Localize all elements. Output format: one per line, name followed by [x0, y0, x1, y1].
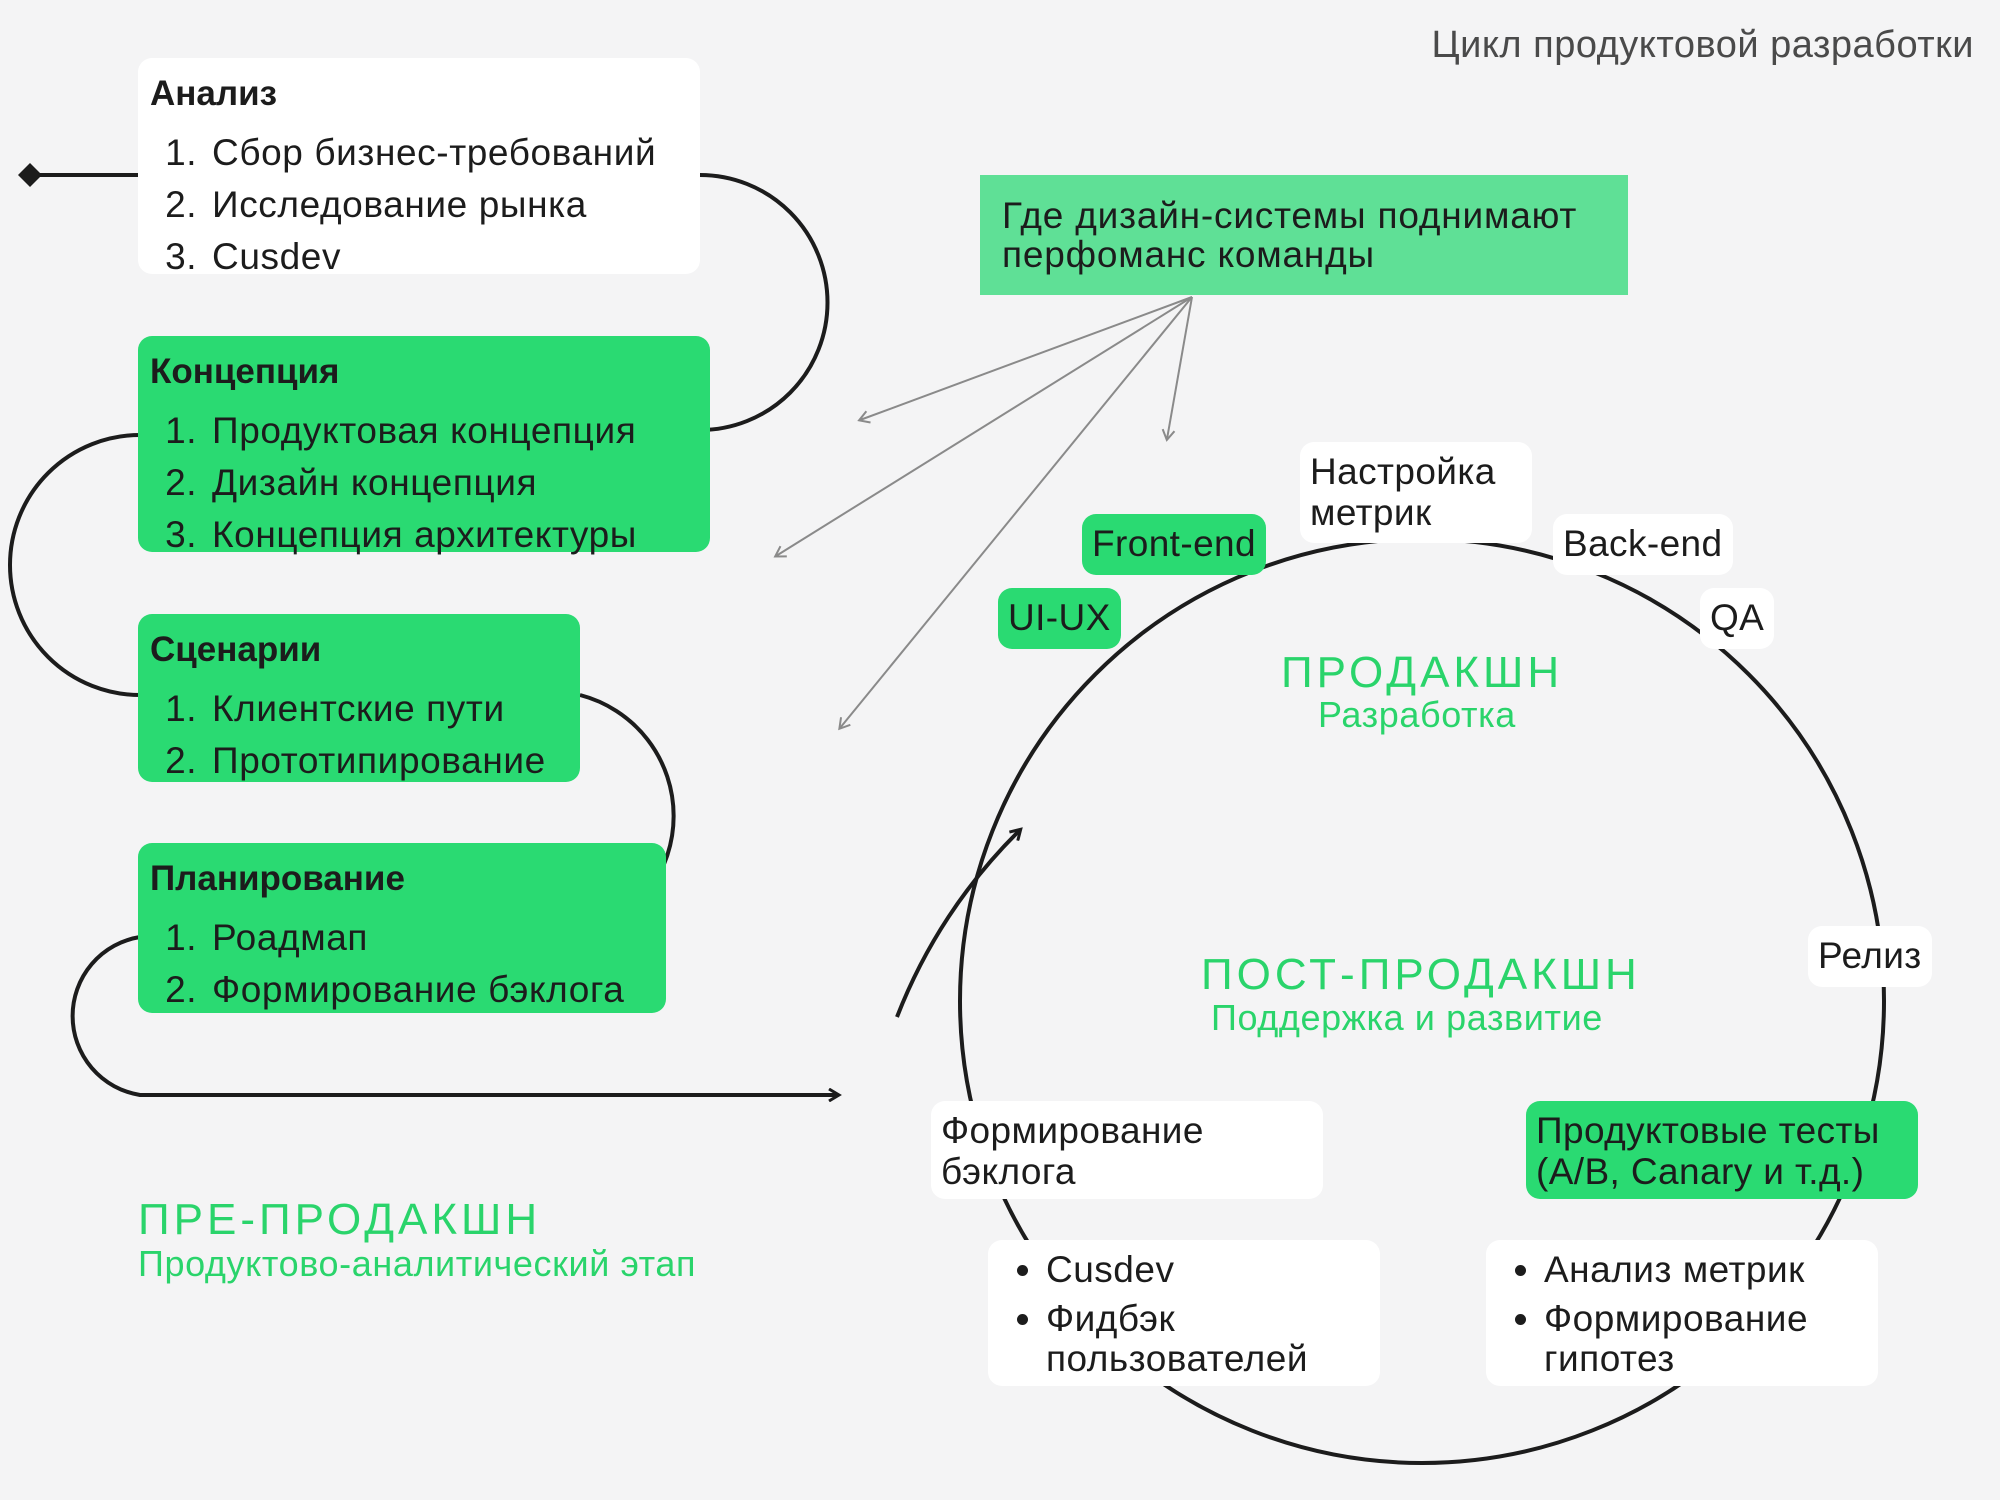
list-item: Сбор бизнес-требований	[208, 130, 688, 176]
list-item: Продуктовая концепция	[208, 408, 698, 454]
list-item: Анализ метрик	[1544, 1249, 1868, 1291]
page-title: Цикл продуктовой разработки	[1431, 24, 1974, 66]
start-diamond	[18, 163, 42, 187]
pre-production-title: ПРЕ-ПРОДАКШН	[138, 1195, 542, 1244]
stage-list: Сбор бизнес-требований Исследование рынк…	[150, 130, 688, 281]
list-item: Клиентские пути	[208, 686, 568, 732]
label-frontend: Front-end	[1082, 514, 1267, 575]
stage-title: Анализ	[150, 74, 278, 113]
label-release: Релиз	[1808, 926, 1932, 987]
list-item: Cusdev	[208, 234, 688, 280]
design-system-callout: Где дизайн-системы поднимают перфоманс к…	[980, 175, 1628, 295]
list-item: Концепция архитектуры	[208, 512, 698, 558]
label-backlog-formation: Формирование бэклога	[931, 1101, 1323, 1199]
callout-arrows	[773, 296, 1193, 731]
label-qa: QA	[1700, 588, 1775, 649]
pre-production-subtitle: Продуктово-аналитический этап	[138, 1243, 697, 1284]
stage-list: Роадмап Формирование бэклога	[150, 915, 654, 1014]
label-product-tests: Продуктовые тесты (A/B, Canary и т.д.)	[1526, 1101, 1918, 1199]
list-item: Дизайн концепция	[208, 460, 698, 506]
stage-concept: Концепция Продуктовая концепция Дизайн к…	[138, 336, 710, 555]
label-backend: Back-end	[1553, 514, 1733, 575]
list-item: Исследование рынка	[208, 182, 688, 228]
label-uiux: UI-UX	[998, 588, 1121, 649]
stage-title: Концепция	[150, 352, 340, 391]
list-item: Формирование гипотез	[1544, 1298, 1868, 1380]
list-item: Фидбэк пользователей	[1046, 1298, 1370, 1380]
stage-title: Планирование	[150, 859, 405, 898]
stage-list: Продуктовая концепция Дизайн концепция К…	[150, 408, 698, 559]
post-production-subtitle: Поддержка и развитие	[1211, 997, 1603, 1038]
label-metrics-setup: Настройка метрик	[1300, 442, 1532, 544]
stage-analysis: Анализ Сбор бизнес-требований Исследован…	[138, 58, 700, 277]
list-item: Прототипирование	[208, 738, 568, 784]
backlog-bullets: Cusdev Фидбэк пользователей	[988, 1240, 1380, 1386]
list-item: Формирование бэклога	[208, 967, 654, 1013]
cycle-return-arrow	[895, 830, 1020, 1018]
stage-list: Клиентские пути Прототипирование	[150, 686, 568, 785]
list-item: Cusdev	[1046, 1249, 1370, 1291]
production-subtitle: Разработка	[1318, 694, 1516, 735]
stage-scenarios: Сценарии Клиентские пути Прототипировани…	[138, 614, 580, 782]
tests-bullets: Анализ метрик Формирование гипотез	[1486, 1240, 1878, 1386]
list-item: Роадмап	[208, 915, 654, 961]
stage-planning: Планирование Роадмап Формирование бэклог…	[138, 843, 666, 1013]
stage-title: Сценарии	[150, 630, 322, 669]
post-production-title: ПОСТ-ПРОДАКШН	[1201, 950, 1641, 999]
production-title: ПРОДАКШН	[1281, 648, 1564, 697]
